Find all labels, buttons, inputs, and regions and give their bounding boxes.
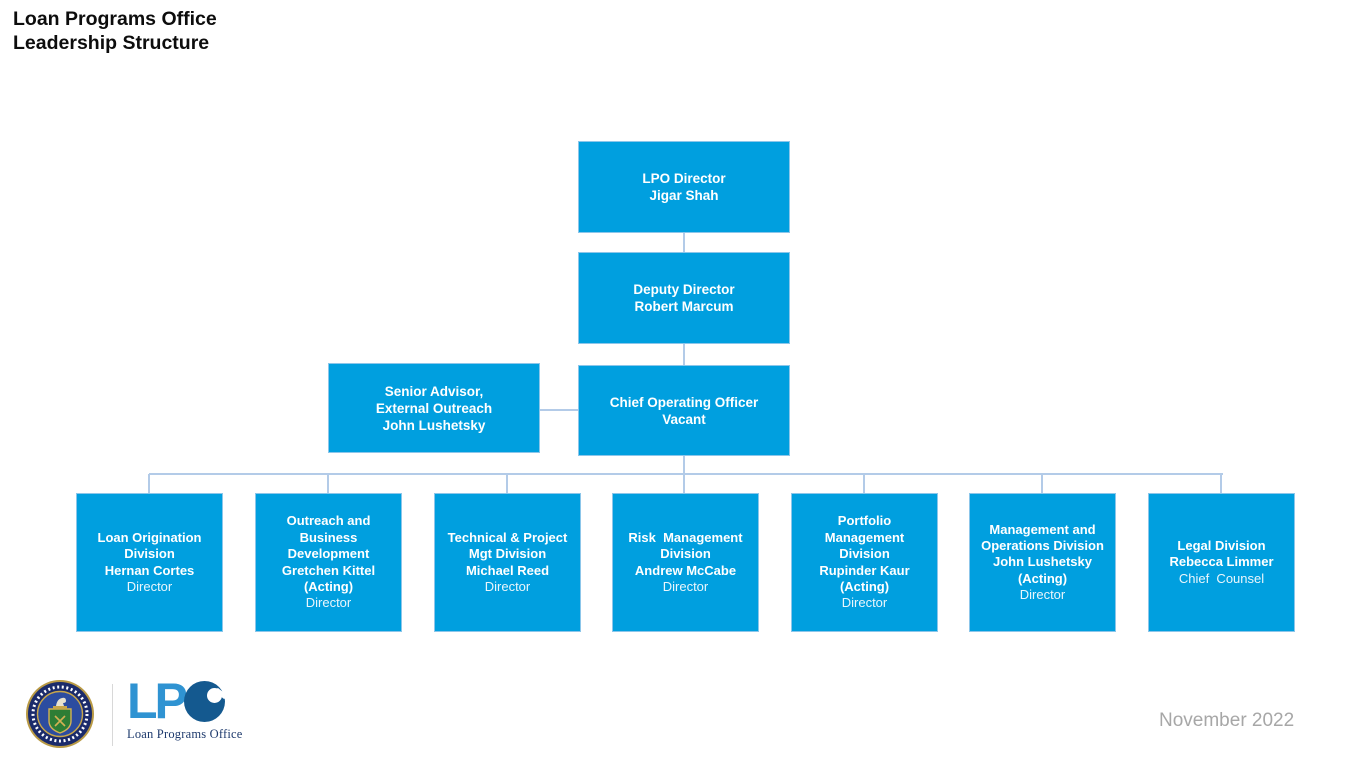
connector-drop-4	[683, 474, 685, 493]
node-title-line1: Senior Advisor,	[384, 383, 484, 399]
org-node-senior-advisor: Senior Advisor, External Outreach John L…	[328, 363, 540, 453]
division-head-role: Chief Counsel	[1178, 570, 1265, 586]
org-node-risk-management-division: Risk Management Division Andrew McCabe D…	[612, 493, 759, 632]
division-head-name: Rebecca Limmer	[1169, 554, 1274, 570]
division-head-role: Director	[662, 578, 709, 594]
node-title: Chief Operating Officer	[609, 394, 759, 410]
org-node-legal-division: Legal Division Rebecca Limmer Chief Coun…	[1148, 493, 1295, 632]
connector-director-deputy	[683, 233, 685, 253]
node-title: Deputy Director	[633, 282, 735, 297]
division-title: Outreach and Business Development	[286, 513, 375, 562]
doe-seal-icon	[26, 680, 94, 748]
division-title: Management and Operations Division	[981, 521, 1104, 553]
node-title-line2: External Outreach	[375, 400, 493, 416]
division-acting-label: (Acting)	[1017, 570, 1068, 586]
division-head-name: Rupinder Kaur	[819, 562, 910, 578]
division-head-name: John Lushetsky	[993, 554, 1092, 570]
division-title: Legal Division	[1177, 537, 1266, 553]
division-acting-label: (Acting)	[839, 578, 890, 594]
lpo-wordmark: Loan Programs Office	[127, 727, 243, 741]
division-head-name: Hernan Cortes	[104, 562, 195, 578]
page-title-line2: Leadership Structure	[13, 31, 210, 54]
org-node-lpo-director: LPO Director Jigar Shah	[578, 141, 790, 233]
division-title: Loan Origination Division	[97, 529, 206, 562]
division-head-role: Director	[1019, 587, 1066, 603]
connector-coo-bus	[683, 455, 685, 474]
node-name: John Lushetsky	[382, 417, 486, 433]
connector-senior-advisor-coo	[540, 409, 579, 411]
division-head-role: Director	[305, 595, 352, 611]
lpo-logo: LP Loan Programs Office	[127, 673, 243, 742]
connector-drop-3	[506, 474, 508, 493]
division-acting-label: (Acting)	[303, 578, 354, 594]
node-name: Robert Marcum	[634, 299, 734, 314]
connector-drop-1	[148, 474, 150, 493]
org-node-chief-operating-officer: Chief Operating Officer Vacant	[578, 365, 790, 456]
org-node-management-operations-division: Management and Operations Division John …	[969, 493, 1116, 632]
lpo-lp-letters: LP	[127, 673, 188, 729]
division-head-name: Andrew McCabe	[634, 562, 737, 578]
org-node-deputy-director: Deputy Director Robert Marcum	[578, 252, 790, 344]
division-title: Technical & Project Mgt Division	[447, 529, 571, 562]
footer-divider	[112, 684, 113, 746]
org-node-technical-project-mgt-division: Technical & Project Mgt Division Michael…	[434, 493, 581, 632]
division-head-role: Director	[841, 595, 888, 611]
division-title: Portfolio Management Division	[824, 513, 908, 562]
lpo-logo-letters: LP	[127, 673, 237, 729]
division-head-role: Director	[484, 578, 531, 594]
slide-date: November 2022	[1159, 710, 1295, 731]
connector-drop-5	[863, 474, 865, 493]
node-name: Jigar Shah	[649, 188, 719, 203]
connector-bus	[149, 473, 1223, 475]
connector-drop-7	[1220, 474, 1222, 493]
division-title: Risk Management Division	[628, 529, 747, 562]
connector-deputy-coo	[683, 343, 685, 366]
org-node-portfolio-management-division: Portfolio Management Division Rupinder K…	[791, 493, 938, 632]
division-head-name: Michael Reed	[465, 562, 550, 578]
division-head-role: Director	[126, 578, 173, 594]
lpo-o-icon	[183, 681, 225, 722]
page-title-line1: Loan Programs Office	[13, 8, 217, 30]
org-node-loan-origination-division: Loan Origination Division Hernan Cortes …	[76, 493, 223, 632]
connector-drop-6	[1041, 474, 1043, 493]
node-title: LPO Director	[642, 171, 726, 186]
node-name: Vacant	[662, 411, 706, 427]
org-node-outreach-business-development: Outreach and Business Development Gretch…	[255, 493, 402, 632]
division-head-name: Gretchen Kittel	[281, 562, 376, 578]
page-title: Loan Programs Office Leadership Structur…	[13, 8, 217, 56]
connector-drop-2	[327, 474, 329, 493]
